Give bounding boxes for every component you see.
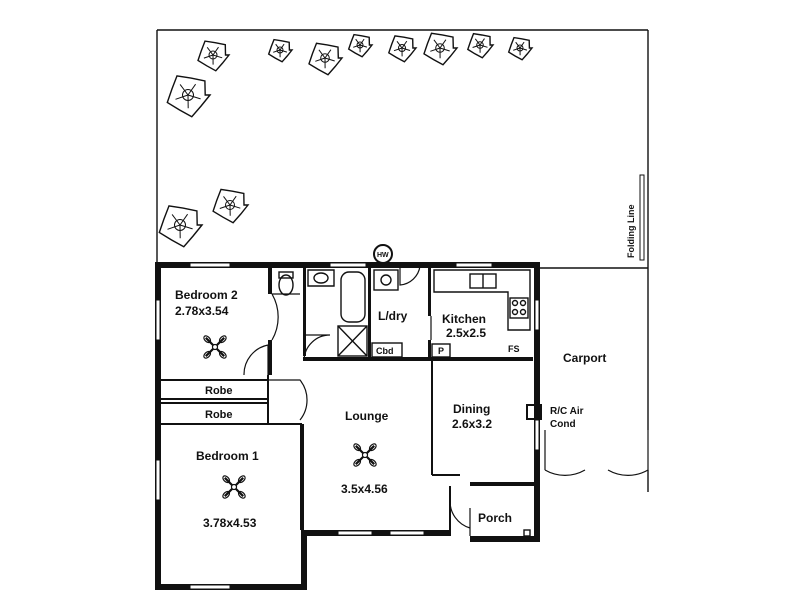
folding-line-label: Folding Line <box>626 205 636 259</box>
shower <box>337 325 368 357</box>
folding-line: Folding Line <box>626 174 645 261</box>
laundry-name: L/dry <box>378 309 408 323</box>
bedroom2-size: 2.78x3.54 <box>175 304 229 318</box>
aircon-label-line1: R/C Air <box>550 406 584 417</box>
cupboard: Cbd <box>371 342 403 358</box>
shrub <box>158 205 204 248</box>
shrub <box>347 33 374 58</box>
ceiling-fans <box>203 335 377 499</box>
kitchen-fixtures: P FS <box>431 269 531 358</box>
lounge-size: 3.5x4.56 <box>341 482 388 496</box>
shrub <box>166 75 212 118</box>
robe-lower-label: Robe <box>205 409 233 421</box>
carport-name: Carport <box>563 351 606 365</box>
shrub <box>308 42 344 76</box>
interior-walls <box>161 266 534 530</box>
windows <box>155 262 540 590</box>
room-labels: Bedroom 2 2.78x3.54 Robe Robe Bedroom 1 … <box>175 288 606 530</box>
pantry-label: P <box>438 346 444 356</box>
hot-water-label: HW <box>377 252 389 259</box>
shrub <box>507 36 534 61</box>
dining-size: 2.6x3.2 <box>452 417 492 431</box>
ceiling-fan-icon <box>203 335 227 359</box>
lounge-name: Lounge <box>345 409 389 423</box>
shrub <box>423 32 459 66</box>
bedroom2-name: Bedroom 2 <box>175 288 238 302</box>
cooktop <box>509 297 529 319</box>
fs-label: FS <box>508 344 520 354</box>
porch-post <box>523 529 531 537</box>
shrub <box>212 188 250 224</box>
bathtub <box>340 271 366 323</box>
yard-boundary <box>156 29 649 492</box>
laundry-trough <box>373 269 399 291</box>
vanity-basin <box>307 269 335 287</box>
hot-water-unit: HW <box>373 244 393 264</box>
ceiling-fan-icon <box>353 443 377 467</box>
aircon-unit: R/C Air Cond <box>526 404 584 430</box>
dining-name: Dining <box>453 402 490 416</box>
aircon-label-line2: Cond <box>550 419 576 430</box>
porch-name: Porch <box>478 511 512 525</box>
kitchen-size: 2.5x2.5 <box>446 326 486 340</box>
shrub <box>197 40 231 72</box>
toilet <box>278 274 294 296</box>
bedroom1-name: Bedroom 1 <box>196 449 259 463</box>
bathroom-fixtures <box>278 269 399 357</box>
doors <box>243 265 649 536</box>
shrub <box>387 35 418 63</box>
cupboard-label: Cbd <box>376 346 394 356</box>
shrub <box>267 38 294 63</box>
robe-upper-label: Robe <box>205 385 233 397</box>
ceiling-fan-icon <box>222 475 246 499</box>
pantry <box>431 343 451 358</box>
shrub <box>466 32 495 59</box>
shrubs <box>158 32 534 248</box>
kitchen-name: Kitchen <box>442 312 486 326</box>
bedroom1-size: 3.78x4.53 <box>203 516 257 530</box>
